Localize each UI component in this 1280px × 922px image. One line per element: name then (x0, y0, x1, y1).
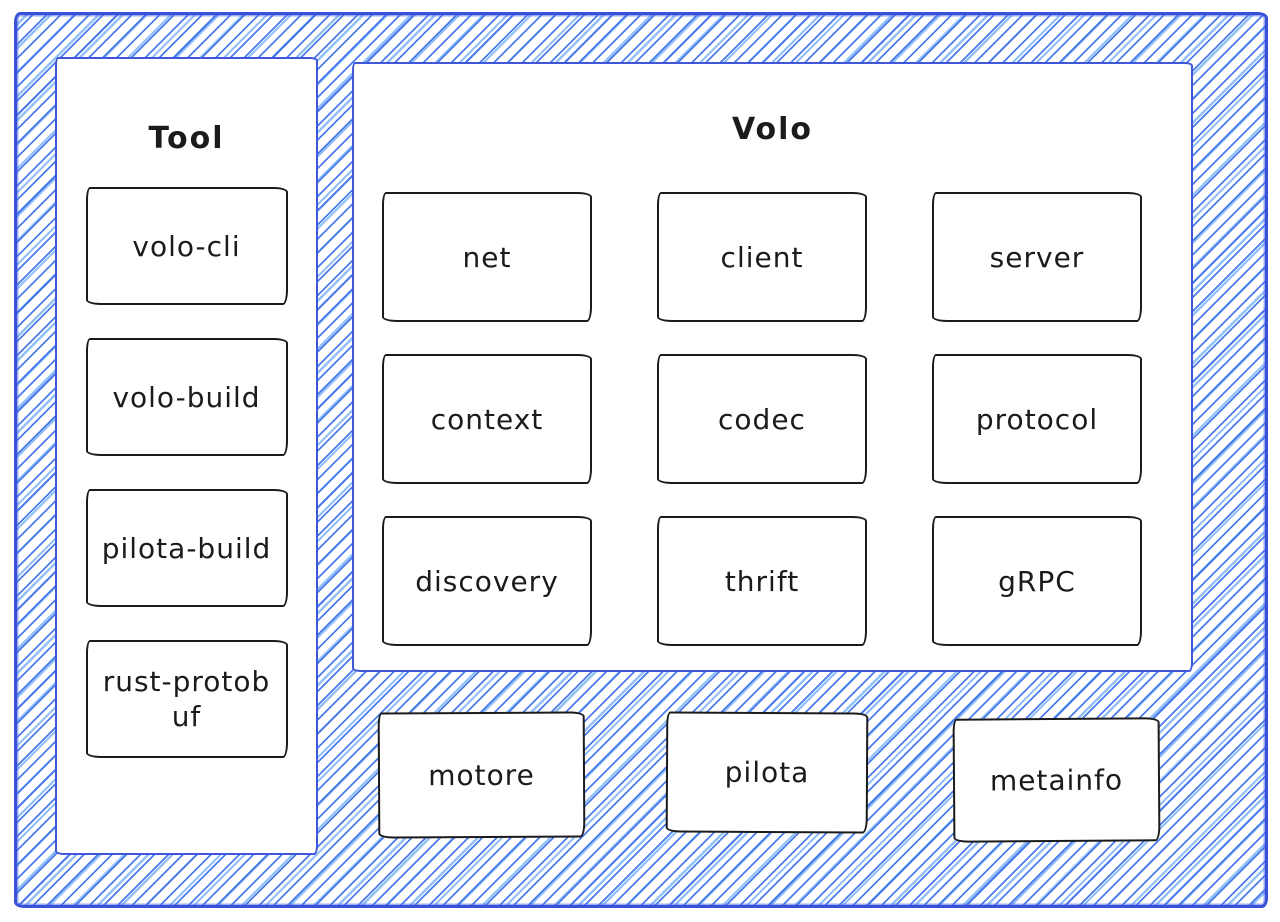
volo-group-title: Volo (731, 112, 814, 147)
tool-group: Tool volo-cli volo-build pilota-build ru… (55, 57, 318, 855)
node-server: server (932, 192, 1142, 322)
node-codec: codec (657, 354, 867, 484)
node-volo-build: volo-build (85, 338, 288, 456)
node-thrift: thrift (657, 516, 867, 646)
node-client: client (657, 192, 867, 322)
node-net: net (382, 192, 592, 322)
node-pilota-build: pilota-build (85, 489, 288, 607)
node-motore: motore (377, 711, 586, 839)
tool-group-title: Tool (148, 121, 225, 156)
node-volo-cli: volo-cli (85, 187, 288, 305)
node-metainfo: metainfo (952, 717, 1161, 843)
node-context: context (382, 354, 592, 484)
volo-group-items: net client server context codec protocol… (354, 192, 1191, 646)
node-rust-protobuf: rust-protobuf (85, 640, 288, 758)
node-grpc: gRPC (932, 516, 1142, 646)
node-discovery: discovery (382, 516, 592, 646)
node-protocol: protocol (932, 354, 1142, 484)
volo-group: Volo net client server context codec pro… (352, 62, 1193, 672)
node-pilota: pilota (665, 711, 869, 834)
tool-group-items: volo-cli volo-build pilota-build rust-pr… (57, 187, 316, 758)
